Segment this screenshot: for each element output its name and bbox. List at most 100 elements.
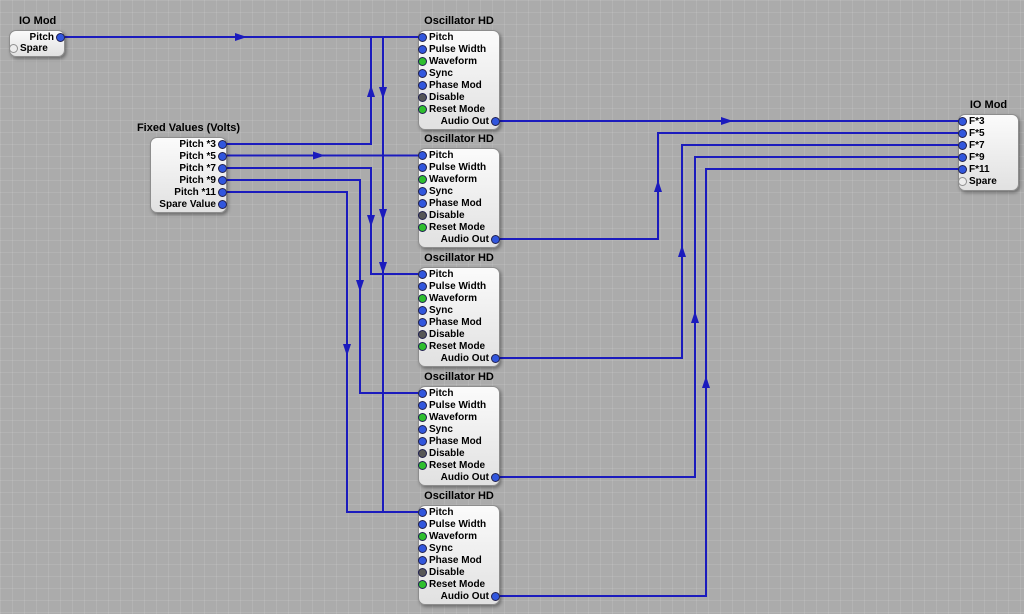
port-disable-icon[interactable] — [418, 567, 427, 577]
port-reset-mode-icon[interactable] — [418, 104, 427, 114]
port-pitch-9-icon[interactable] — [218, 175, 227, 185]
port-row-pitch: Pitch — [10, 32, 65, 44]
port-sync-icon[interactable] — [418, 543, 427, 553]
port-pulse-width-icon[interactable] — [418, 162, 427, 172]
port-disable-icon[interactable] — [418, 329, 427, 339]
port-pitch-icon[interactable] — [418, 269, 427, 279]
port-row-f-7: F*7 — [958, 140, 1018, 152]
port-label-f-5: F*5 — [969, 128, 985, 139]
port-phase-mod-icon[interactable] — [418, 555, 427, 565]
port-pulse-width-icon[interactable] — [418, 44, 427, 54]
port-row-reset-mode: Reset Mode — [418, 104, 499, 116]
port-pulse-width-icon[interactable] — [418, 400, 427, 410]
port-phase-mod-icon[interactable] — [418, 198, 427, 208]
cable-line[interactable] — [221, 37, 372, 145]
port-reset-mode-icon[interactable] — [418, 341, 427, 351]
port-pulse-width-icon[interactable] — [418, 519, 427, 529]
port-label-audio-out: Audio Out — [440, 116, 489, 127]
cable-line[interactable] — [221, 167, 420, 275]
cable-line[interactable] — [495, 132, 960, 240]
port-audio-out-icon[interactable] — [491, 116, 500, 126]
port-waveform-icon[interactable] — [418, 56, 427, 66]
port-label-pitch: Pitch — [429, 507, 454, 518]
port-f-5-icon[interactable] — [958, 128, 967, 138]
cable-io-pitch-to-osc1[interactable] — [60, 33, 420, 41]
port-reset-mode-icon[interactable] — [418, 579, 427, 589]
port-waveform-icon[interactable] — [418, 293, 427, 303]
port-label-reset-mode: Reset Mode — [429, 460, 486, 471]
port-pitch-icon[interactable] — [418, 32, 427, 42]
port-label-audio-out: Audio Out — [440, 234, 489, 245]
port-label-disable: Disable — [429, 567, 465, 578]
port-pitch-5-icon[interactable] — [218, 151, 227, 161]
port-label-phase-mod: Phase Mod — [429, 317, 482, 328]
node-title-fixed-values: Fixed Values (Volts) — [136, 122, 241, 134]
cable-line[interactable] — [495, 168, 960, 597]
port-row-sync: Sync — [418, 68, 499, 80]
port-waveform-icon[interactable] — [418, 412, 427, 422]
cable-pitch5-to-osc2[interactable] — [221, 151, 420, 160]
port-audio-out-icon[interactable] — [491, 353, 500, 363]
port-label-pitch: Pitch — [429, 150, 454, 161]
port-pitch-icon[interactable] — [418, 507, 427, 517]
port-disable-icon[interactable] — [418, 92, 427, 102]
port-phase-mod-icon[interactable] — [418, 80, 427, 90]
port-label-pitch: Pitch — [429, 32, 454, 43]
cable-osc2-out-to-f5[interactable] — [495, 132, 960, 240]
cable-osc5-out-to-f11[interactable] — [495, 168, 960, 597]
port-f-3-icon[interactable] — [958, 116, 967, 126]
port-pitch-3-icon[interactable] — [218, 139, 227, 149]
port-spare-icon[interactable] — [958, 176, 967, 186]
port-spare-value-icon[interactable] — [218, 199, 227, 209]
port-row-reset-mode: Reset Mode — [418, 460, 499, 472]
port-waveform-icon[interactable] — [418, 531, 427, 541]
cable-line[interactable] — [495, 156, 960, 478]
port-pitch-icon[interactable] — [56, 32, 65, 42]
port-sync-icon[interactable] — [418, 424, 427, 434]
cable-pitch7-to-osc3[interactable] — [221, 167, 420, 275]
port-pitch-7-icon[interactable] — [218, 163, 227, 173]
port-f-9-icon[interactable] — [958, 152, 967, 162]
port-spare-icon[interactable] — [9, 43, 18, 53]
cable-osc1-out-to-f3[interactable] — [495, 117, 960, 125]
port-disable-icon[interactable] — [418, 210, 427, 220]
port-sync-icon[interactable] — [418, 305, 427, 315]
port-reset-mode-icon[interactable] — [418, 460, 427, 470]
port-sync-icon[interactable] — [418, 68, 427, 78]
port-f-7-icon[interactable] — [958, 140, 967, 150]
cable-pitch11-to-osc5[interactable] — [221, 191, 420, 513]
port-pitch-11-icon[interactable] — [218, 187, 227, 197]
port-phase-mod-icon[interactable] — [418, 436, 427, 446]
port-row-audio-out: Audio Out — [419, 353, 500, 365]
cable-pitch9-to-osc4[interactable] — [221, 179, 420, 394]
port-f-11-icon[interactable] — [958, 164, 967, 174]
port-audio-out-icon[interactable] — [491, 234, 500, 244]
port-disable-icon[interactable] — [418, 448, 427, 458]
port-phase-mod-icon[interactable] — [418, 317, 427, 327]
cable-pitch3-to-osc1[interactable] — [221, 37, 375, 145]
port-sync-icon[interactable] — [418, 186, 427, 196]
cable-line[interactable] — [221, 179, 420, 394]
cable-osc3-out-to-f7[interactable] — [495, 144, 960, 359]
port-label-reset-mode: Reset Mode — [429, 222, 486, 233]
port-reset-mode-icon[interactable] — [418, 222, 427, 232]
port-pitch-icon[interactable] — [418, 388, 427, 398]
port-audio-out-icon[interactable] — [491, 472, 500, 482]
port-row-pitch-3: Pitch *3 — [151, 139, 227, 151]
port-audio-out-icon[interactable] — [491, 591, 500, 601]
port-pitch-icon[interactable] — [418, 150, 427, 160]
cable-osc4-out-to-f9[interactable] — [495, 156, 960, 478]
port-waveform-icon[interactable] — [418, 174, 427, 184]
cable-line[interactable] — [221, 191, 420, 513]
port-pulse-width-icon[interactable] — [418, 281, 427, 291]
cable-line[interactable] — [495, 144, 960, 359]
